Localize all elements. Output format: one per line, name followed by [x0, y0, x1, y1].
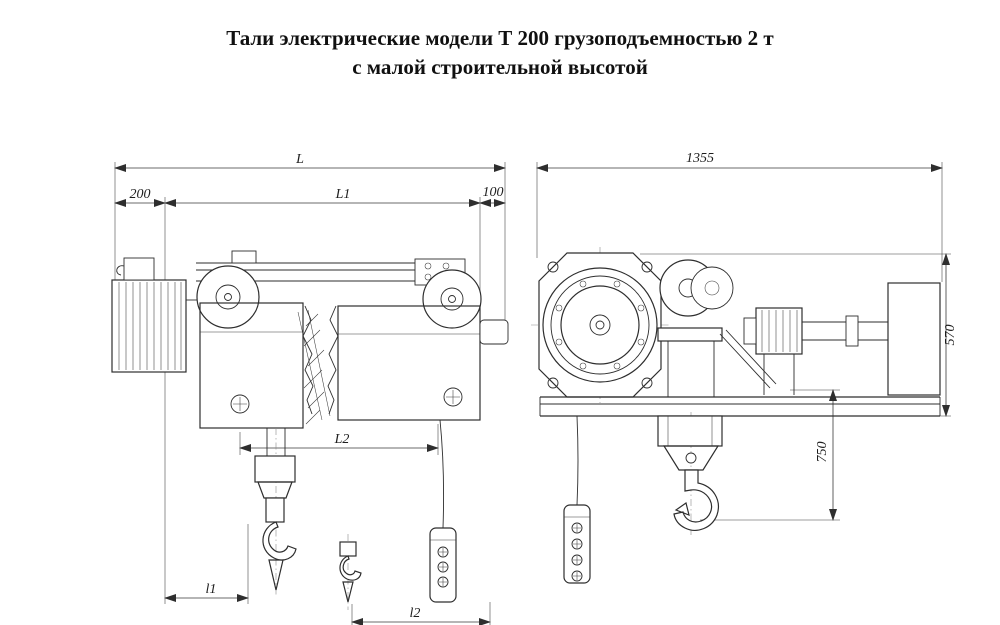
- cross-shaft: [802, 282, 941, 396]
- travel-motor-end: [743, 307, 803, 395]
- hoist-housing-side: [199, 302, 509, 429]
- pendant-control-side: [429, 419, 457, 603]
- pendant-control-end: [563, 415, 591, 584]
- end-view: [531, 247, 941, 584]
- dim-label-750: 750: [815, 442, 830, 463]
- dim-label-L: L: [295, 152, 304, 167]
- rope-sheave-block: [657, 259, 777, 397]
- end-view-dimension-lines: [536, 164, 950, 521]
- side-view-dimension-lines: [114, 164, 506, 625]
- hoist-motor-side: [111, 257, 200, 373]
- side-view: [111, 250, 509, 610]
- side-view-extension-lines: [114, 162, 506, 625]
- drawing-title: Тали электрические модели Т 200 грузопод…: [0, 24, 1000, 82]
- secondary-hook: [339, 534, 362, 610]
- dim-label-570: 570: [943, 325, 958, 346]
- dim-label-l1: l1: [206, 582, 217, 597]
- gear-housing-end: [531, 247, 669, 403]
- dim-label-1355: 1355: [686, 151, 714, 166]
- monorail-beam: [539, 396, 941, 417]
- hook-block-end: [657, 412, 723, 535]
- main-hook-assembly: [254, 428, 297, 596]
- trolley-wheels-side: [196, 265, 482, 329]
- title-line-2: с малой строительной высотой: [352, 55, 648, 79]
- dim-label-L1: L1: [335, 187, 351, 202]
- dim-label-L2: L2: [334, 432, 350, 447]
- title-line-1: Тали электрические модели Т 200 грузопод…: [226, 26, 774, 50]
- dim-label-100: 100: [483, 185, 504, 200]
- dim-label-200: 200: [130, 187, 151, 202]
- dim-label-l2: l2: [410, 606, 421, 621]
